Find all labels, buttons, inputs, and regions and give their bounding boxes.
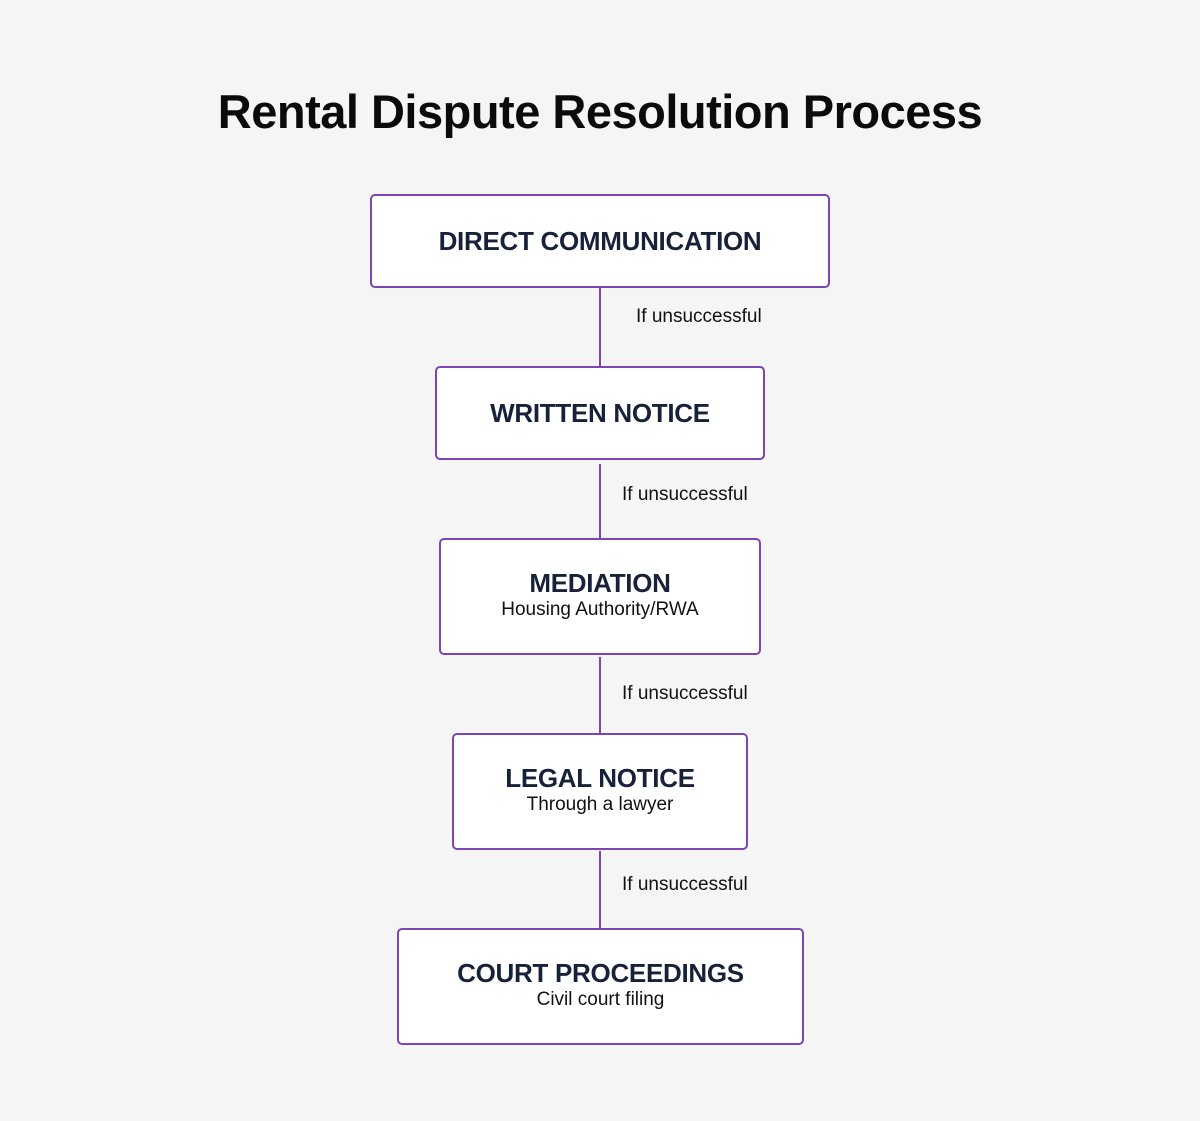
step-direct-communication: DIRECT COMMUNICATION bbox=[370, 194, 830, 288]
step-title: WRITTEN NOTICE bbox=[490, 398, 710, 428]
step-title: MEDIATION bbox=[529, 567, 671, 598]
connector-line bbox=[599, 851, 601, 928]
step-title: DIRECT COMMUNICATION bbox=[438, 226, 762, 256]
step-mediation: MEDIATION Housing Authority/RWA bbox=[439, 538, 761, 655]
step-subtitle: Civil court filing bbox=[536, 988, 665, 1010]
diagram-title: Rental Dispute Resolution Process bbox=[217, 85, 983, 138]
connector-label: If unsuccessful bbox=[622, 484, 748, 505]
step-written-notice: WRITTEN NOTICE bbox=[435, 366, 765, 460]
connector-label: If unsuccessful bbox=[622, 874, 748, 895]
step-title: COURT PROCEEDINGS bbox=[457, 957, 744, 988]
step-legal-notice: LEGAL NOTICE Through a lawyer bbox=[452, 733, 748, 850]
step-subtitle: Through a lawyer bbox=[526, 793, 674, 815]
connector-line bbox=[599, 288, 601, 366]
connector-label: If unsuccessful bbox=[622, 683, 748, 704]
connector-line bbox=[599, 657, 601, 733]
step-court-proceedings: COURT PROCEEDINGS Civil court filing bbox=[397, 928, 804, 1045]
step-title: LEGAL NOTICE bbox=[505, 762, 695, 793]
connector-label: If unsuccessful bbox=[636, 306, 762, 327]
connector-line bbox=[599, 464, 601, 538]
step-subtitle: Housing Authority/RWA bbox=[501, 598, 699, 620]
